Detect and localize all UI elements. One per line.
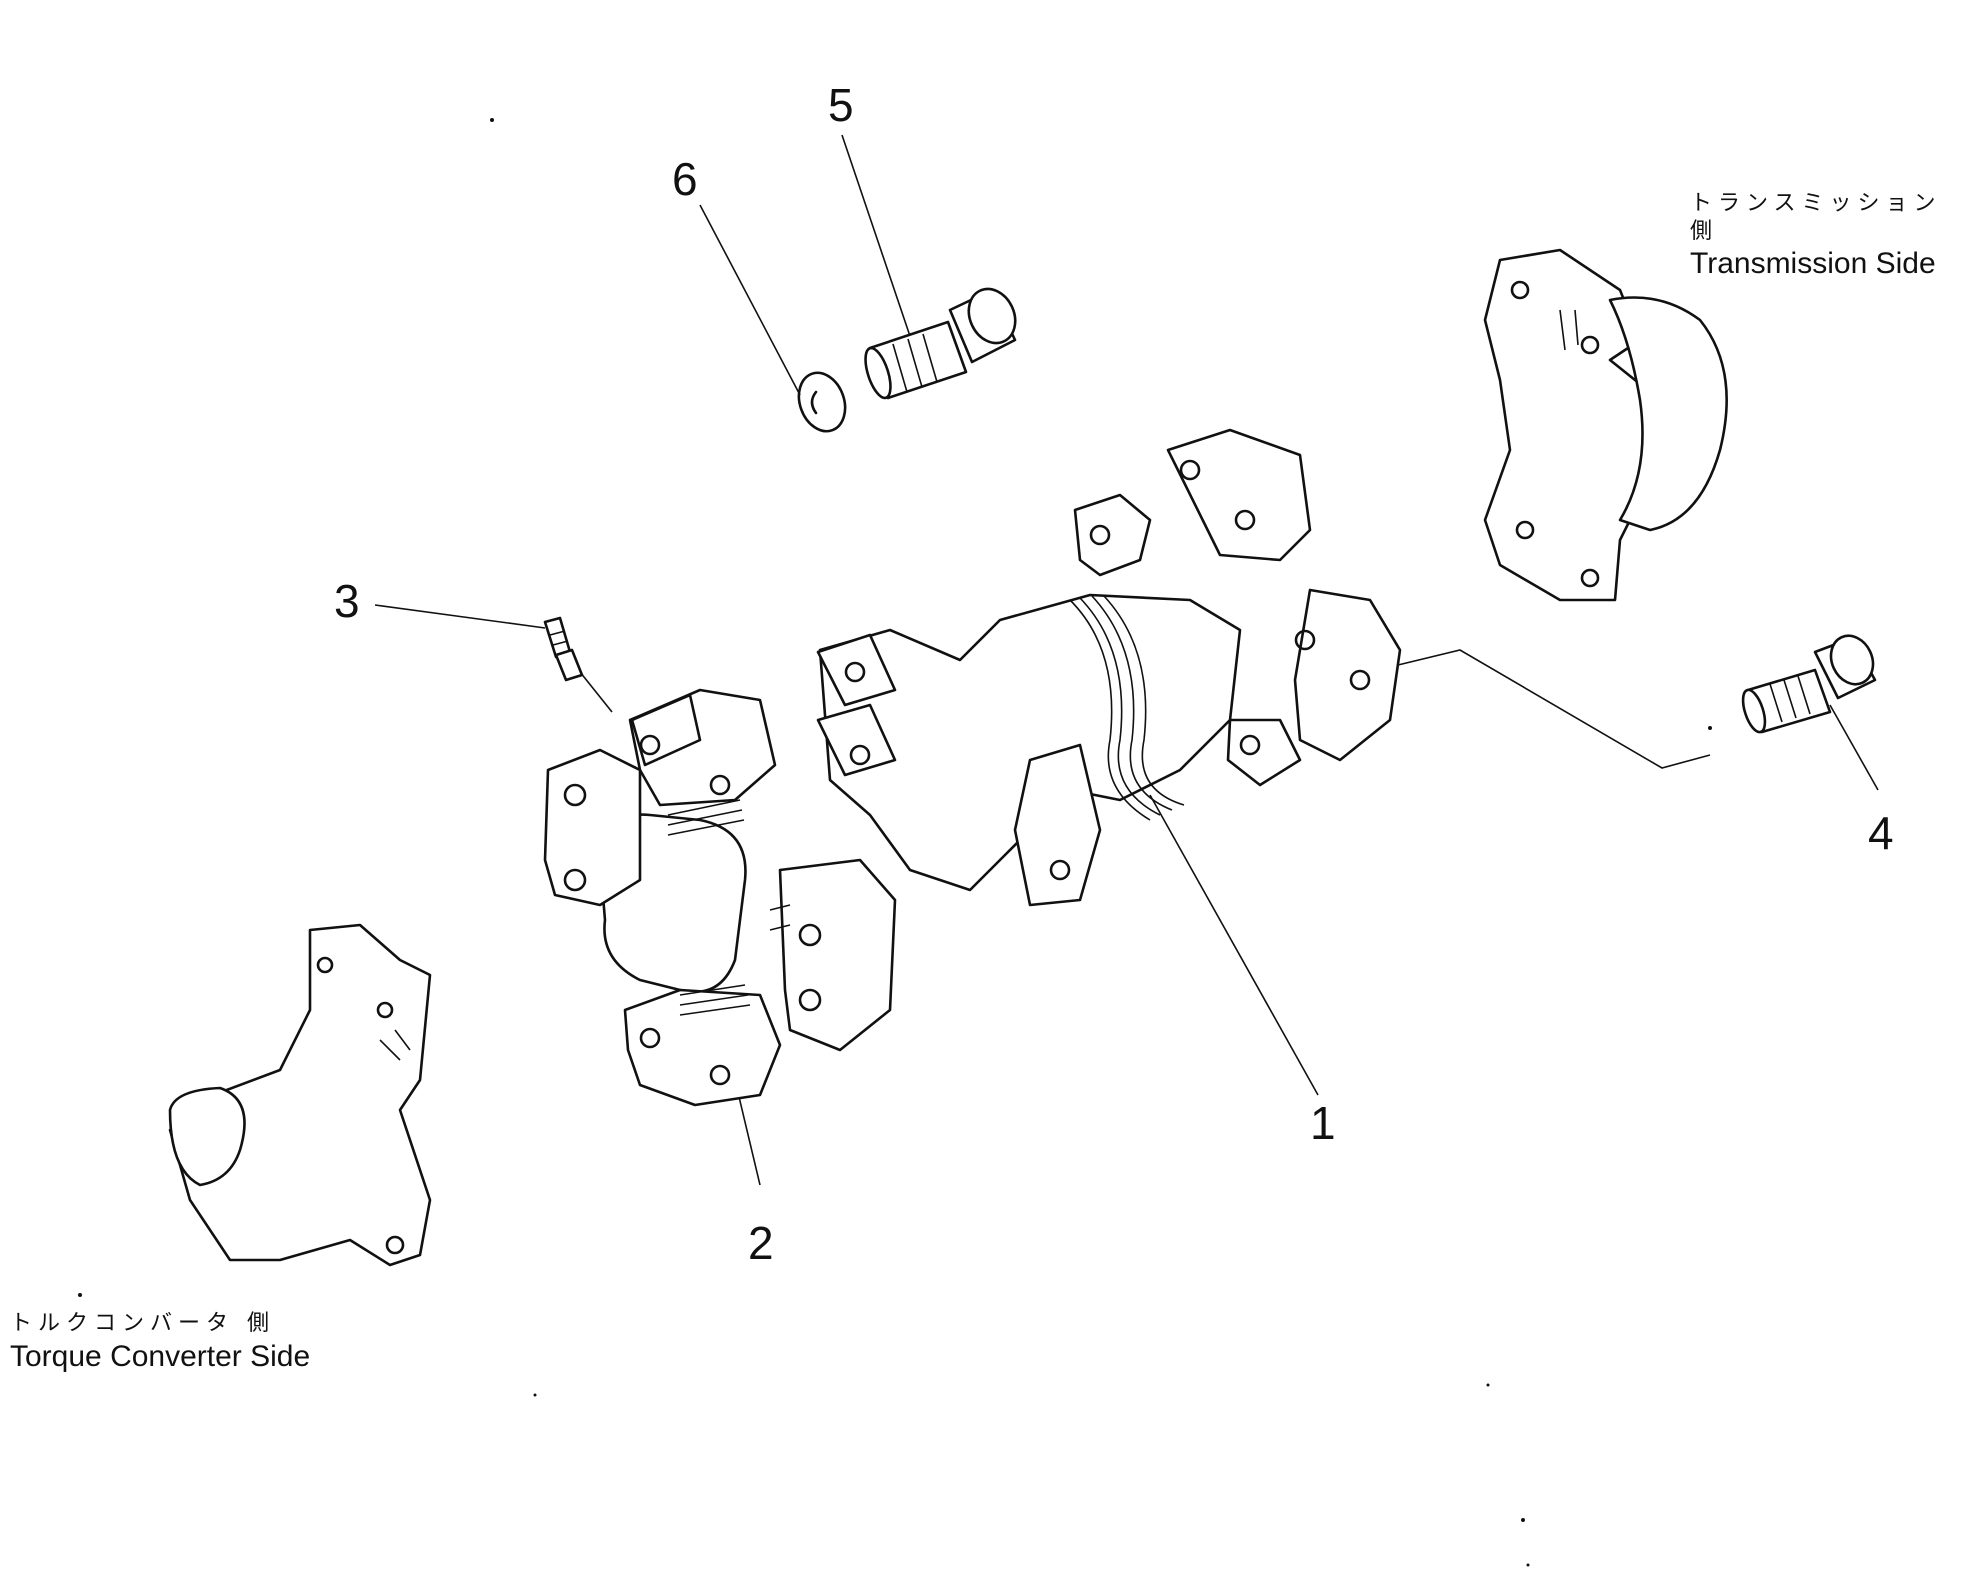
torque-converter-side-label-en: Torque Converter Side: [10, 1339, 311, 1373]
bolt-part-4: [1741, 634, 1877, 734]
callout-2: 2: [748, 1217, 774, 1269]
snap-ring-part-6: [797, 371, 847, 433]
callout-3: 3: [334, 575, 360, 627]
scan-speckles: [78, 118, 1712, 1567]
torque-converter-side-label: トルクコンバータ 側 Torque Converter Side: [10, 1310, 310, 1375]
torque-converter-side-label-jp: トルクコンバータ 側: [10, 1311, 275, 1336]
transmission-side-label: トランスミッション 側 Transmission Side: [1690, 190, 1973, 283]
transmission-yoke: [1483, 248, 1728, 602]
transmission-side-label-en: Transmission Side: [1690, 247, 1936, 280]
callout-5: 5: [828, 79, 854, 131]
leader-lines: [374, 134, 1879, 1186]
transmission-side-label-jp: トランスミッション 側: [1690, 191, 1970, 244]
callout-6: 6: [672, 153, 698, 205]
torque-converter-yoke: [168, 923, 432, 1267]
callout-4: 4: [1868, 807, 1894, 859]
spider-part-2: [543, 688, 897, 1107]
callout-1: 1: [1310, 1097, 1336, 1149]
grease-fitting-part-3: [543, 616, 584, 682]
bolt-part-5: [864, 287, 1017, 400]
shaft-assembly-part-1: [816, 428, 1402, 907]
